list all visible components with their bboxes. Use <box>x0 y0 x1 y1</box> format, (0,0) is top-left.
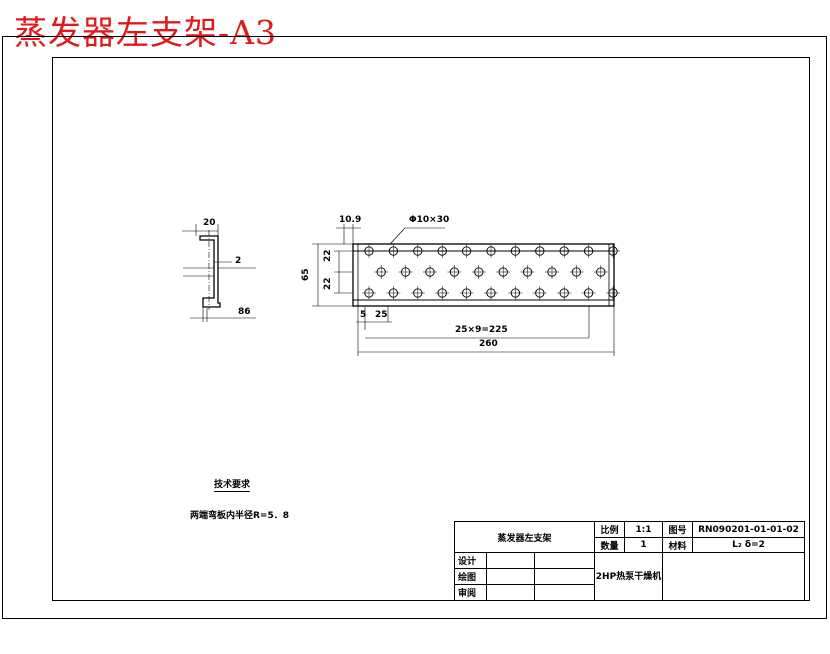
part-name: 蒸发器左支架 <box>454 521 595 553</box>
machine-name: 2HP热泵干燥机 <box>594 552 663 601</box>
scale-value: 1:1 <box>624 521 663 538</box>
quantity-label: 数量 <box>594 537 625 553</box>
drawing-border <box>52 57 810 601</box>
drawing-no: RN090201-01-01-02 <box>692 521 805 538</box>
quantity-value: 1 <box>624 537 663 553</box>
plate-outline <box>352 243 615 307</box>
design-name-cell <box>486 552 535 569</box>
dim-top-width: 20 <box>203 218 216 228</box>
material-label: 材料 <box>662 537 693 553</box>
dim-length: 260 <box>479 339 498 349</box>
drawer-date-cell <box>534 568 595 585</box>
notes-heading: 技术要求 <box>214 477 251 492</box>
drawing-no-label: 图号 <box>662 521 693 538</box>
dim-start-offset: 5 <box>360 310 367 320</box>
dim-height: 65 <box>301 268 311 281</box>
notes-line: 两端弯板内半径R=5．8 <box>190 511 289 521</box>
remarks-cell <box>662 552 805 601</box>
hole-pattern <box>362 244 620 300</box>
dim-pitch-row1: 22 <box>323 249 333 262</box>
dim-pitch-row2: 22 <box>323 277 333 290</box>
dim-pattern: 25×9=225 <box>455 325 508 335</box>
drawing-label: 绘图 <box>454 568 487 585</box>
dim-hole-callout: Φ10×30 <box>409 215 450 225</box>
outer-frame <box>2 36 827 619</box>
material-value: L₂ δ=2 <box>692 537 805 553</box>
front-view <box>312 224 620 356</box>
side-view-profile <box>199 235 221 308</box>
design-label: 设计 <box>454 552 487 569</box>
dim-first-pitch: 25 <box>375 310 388 320</box>
dim-edge-offset: 10.9 <box>339 215 362 225</box>
reviewer-name-cell <box>486 584 535 601</box>
design-date-cell <box>534 552 595 569</box>
reviewer-date-cell <box>534 584 595 601</box>
dim-thickness: 2 <box>235 256 242 266</box>
scale-label: 比例 <box>594 521 625 538</box>
side-view <box>182 224 256 322</box>
review-label: 审阅 <box>454 584 487 601</box>
sheet-title: 蒸发器左支架-A3 <box>14 13 277 52</box>
dim-bottom-width: 86 <box>238 307 251 317</box>
title-block: 蒸发器左支架 比例 1:1 图号 RN090201-01-01-02 数量 1 … <box>454 521 805 601</box>
drawer-name-cell <box>486 568 535 585</box>
